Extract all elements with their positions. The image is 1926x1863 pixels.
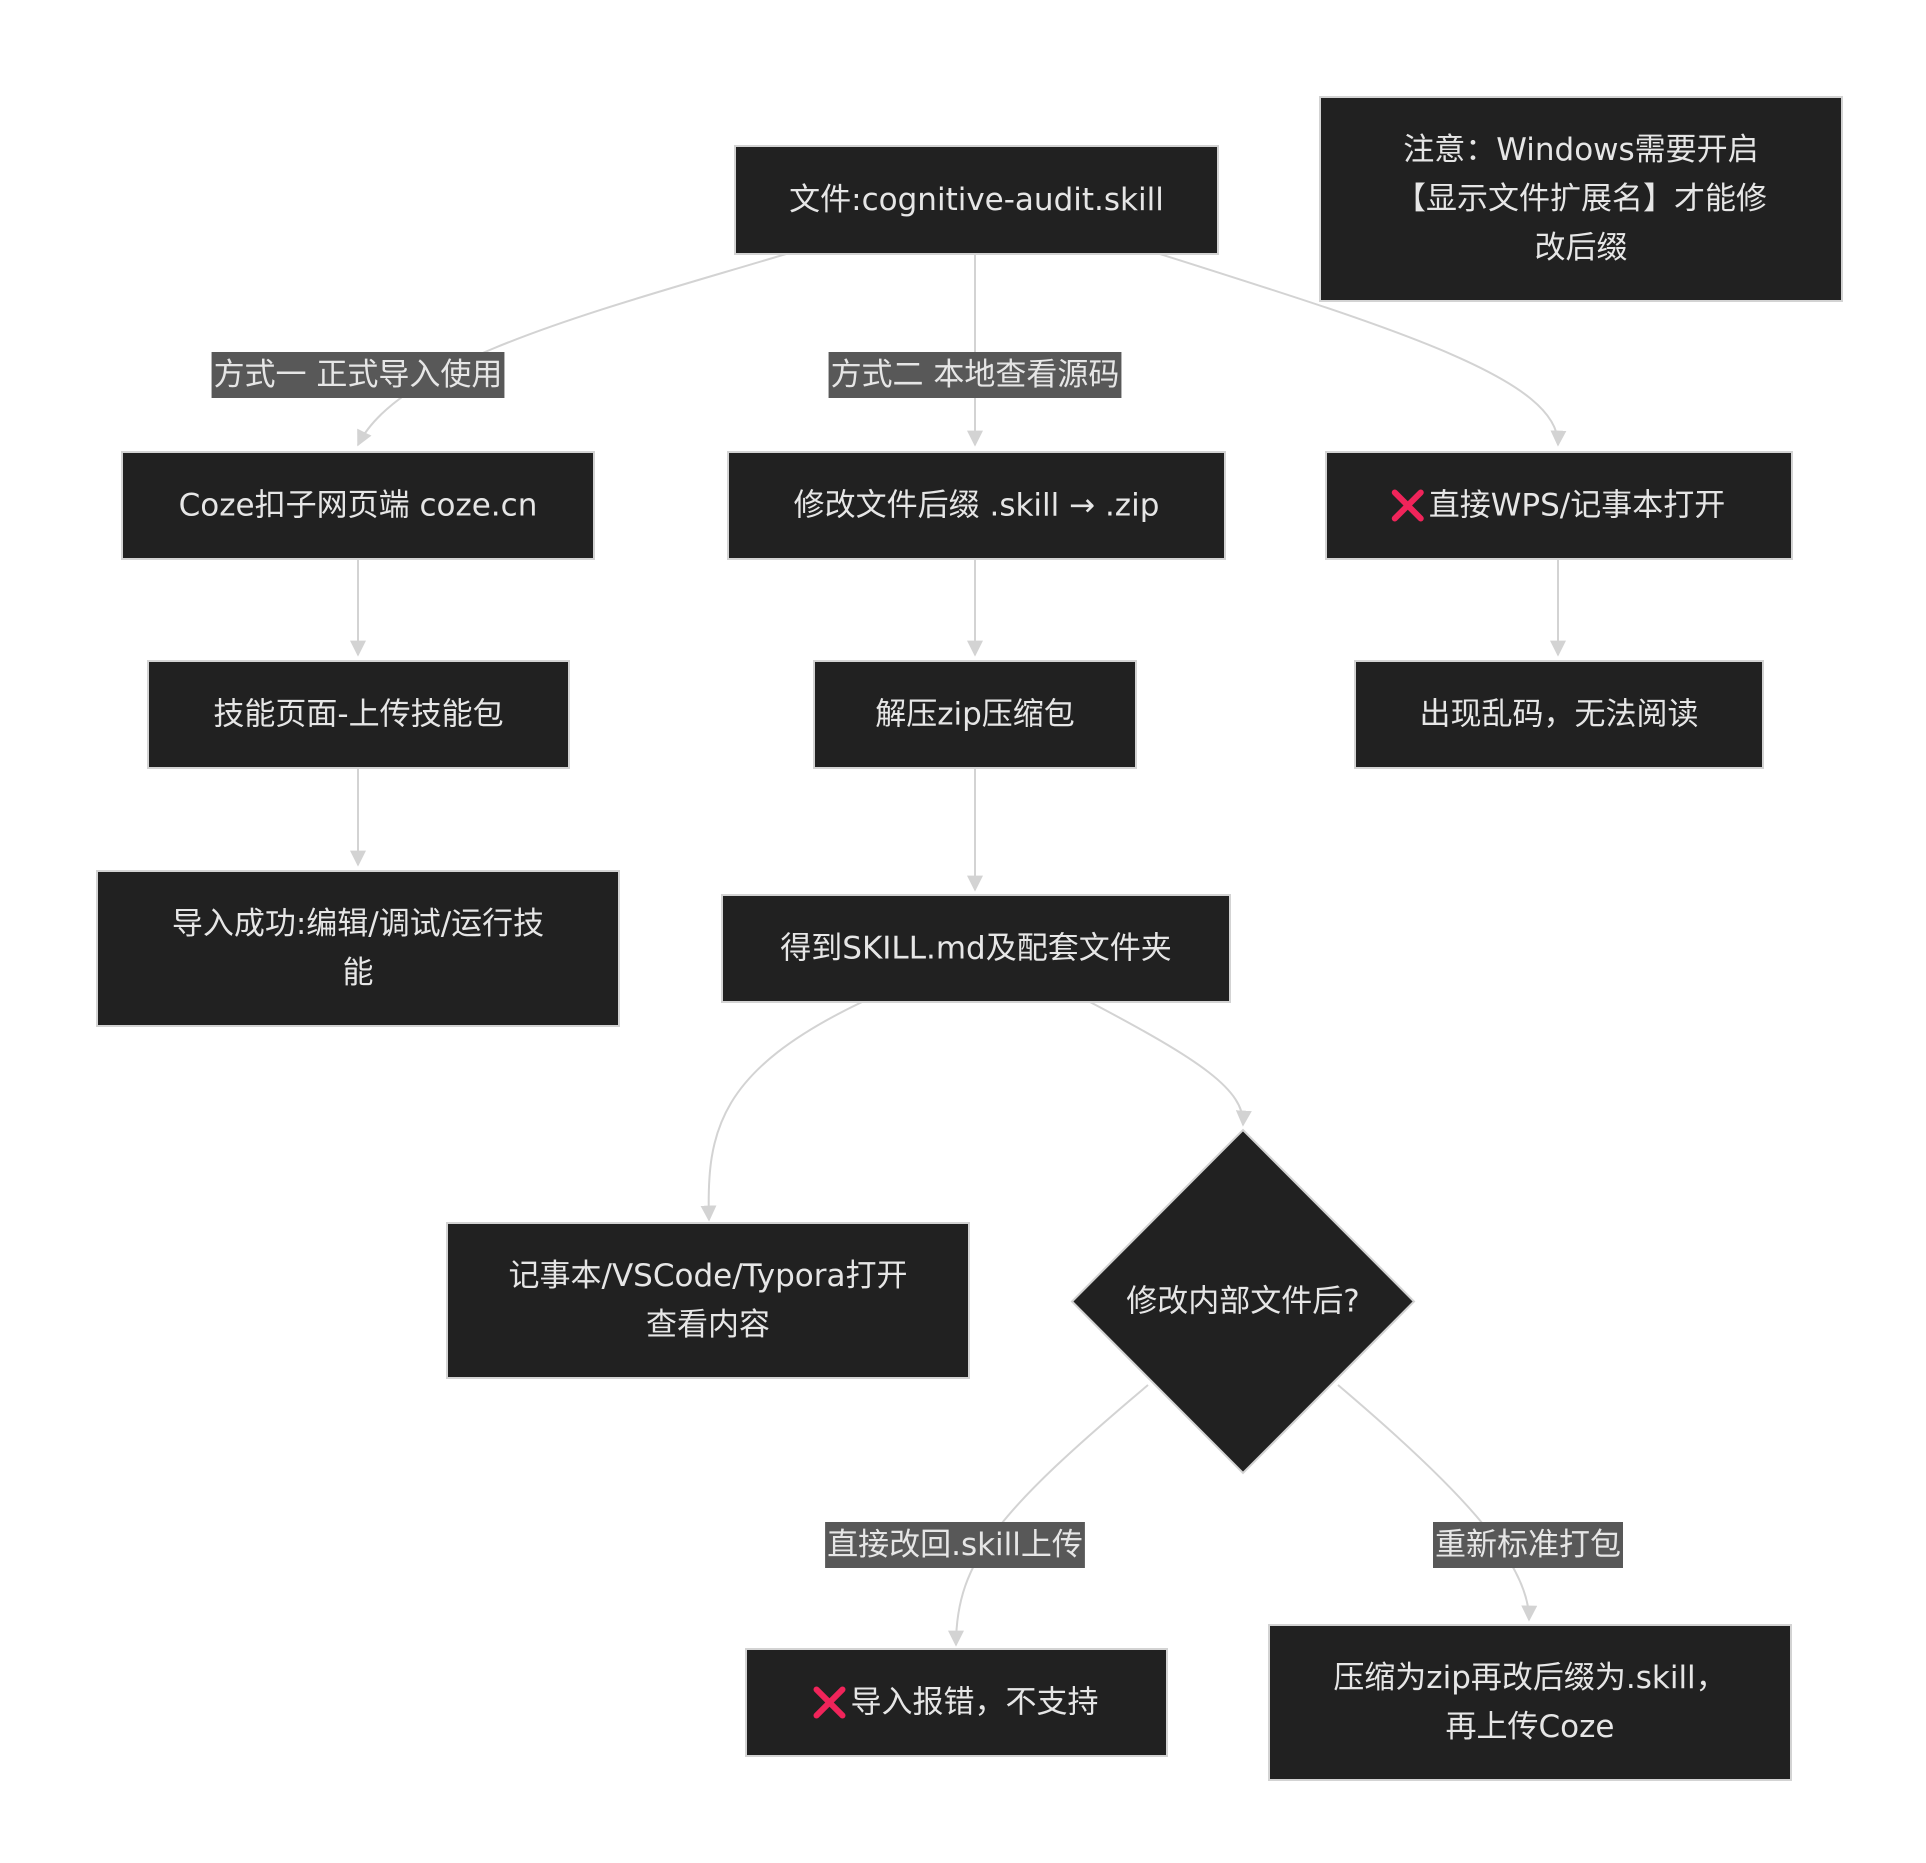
node-label: 能: [343, 955, 374, 991]
edge-decision-to-import-error: [948, 1384, 1149, 1647]
node-get-skill-md: 得到SKILL.md及配套文件夹: [721, 894, 1231, 1003]
node-upload-skill: 技能页面-上传技能包: [147, 660, 570, 769]
node-label: 出现乱码，无法阅读: [1420, 697, 1699, 733]
node-label: 导入报错，不支持: [851, 1685, 1099, 1721]
edge-label-text: 方式二 本地查看源码: [831, 357, 1120, 393]
edge-skillmd-to-editor: [700, 1001, 863, 1222]
node-label: 修改内部文件后?: [1126, 1284, 1359, 1320]
node-repack: 压缩为zip再改后缀为.skill， 再上传Coze: [1268, 1624, 1792, 1781]
edge-label-direct-rename: 直接改回.skill上传: [825, 1522, 1085, 1568]
node-box: [1268, 1624, 1792, 1781]
edge-file-to-wps: [1159, 253, 1567, 447]
node-garbled: 出现乱码，无法阅读: [1354, 660, 1764, 769]
node-label: 技能页面-上传技能包: [213, 697, 503, 733]
node-box: [446, 1222, 970, 1379]
node-box: [147, 660, 570, 769]
cross-icon: [813, 1686, 846, 1719]
node-unzip: 解压zip压缩包: [813, 660, 1137, 769]
nodes: 文件:cognitive-audit.skill 注意：Windows需要开启【显…: [96, 96, 1843, 1781]
node-modify-decision: 修改内部文件后?: [1070, 1128, 1416, 1475]
edge-label-text: 重新标准打包: [1435, 1527, 1621, 1563]
cross-icon: [1391, 489, 1424, 522]
node-open-wps: 直接WPS/记事本打开: [1325, 451, 1793, 560]
edge-label-method1: 方式一 正式导入使用: [211, 352, 505, 398]
node-box: [734, 145, 1219, 255]
node-label: 查看内容: [646, 1307, 770, 1343]
node-label: 导入成功:编辑/调试/运行技: [172, 906, 544, 942]
node-label: 压缩为zip再改后缀为.skill，: [1333, 1660, 1726, 1696]
node-rename-ext: 修改文件后缀 .skill → .zip: [727, 451, 1226, 560]
edge-decision-to-repack: [1337, 1384, 1538, 1622]
edge-label-method2: 方式二 本地查看源码: [828, 352, 1122, 398]
edge-label-bg: [1433, 1522, 1623, 1568]
node-label: 得到SKILL.md及配套文件夹: [780, 931, 1171, 967]
edge-label-bg: [825, 1522, 1085, 1568]
edges: [350, 253, 1567, 1647]
node-box: [721, 894, 1231, 1003]
node-label: 注意：Windows需要开启: [1403, 132, 1758, 168]
node-label: 再上传Coze: [1446, 1709, 1615, 1745]
node-box: [121, 451, 595, 560]
edge-skillmd-to-decision: [1089, 1001, 1252, 1127]
node-box: [96, 870, 620, 1027]
node-import-error: 导入报错，不支持: [745, 1648, 1168, 1757]
node-box: [745, 1648, 1168, 1757]
edge-label-bg: [828, 352, 1122, 398]
node-coze-web: Coze扣子网页端 coze.cn: [121, 451, 595, 560]
node-label: 【显示文件扩展名】才能修: [1395, 181, 1767, 217]
node-box: [727, 451, 1226, 560]
node-label: 改后缀: [1535, 230, 1628, 266]
edge-label-text: 方式一 正式导入使用: [214, 357, 503, 393]
node-label: 解压zip压缩包: [875, 697, 1075, 733]
node-label: 记事本/VSCode/Typora打开: [509, 1258, 908, 1294]
edge-label-standard-repack: 重新标准打包: [1433, 1522, 1623, 1568]
decision-diamond: [1070, 1128, 1416, 1475]
node-box: [1354, 660, 1764, 769]
edge-file-to-coze: [357, 253, 787, 447]
node-file: 文件:cognitive-audit.skill: [734, 145, 1219, 255]
node-label: 直接WPS/记事本打开: [1429, 488, 1725, 524]
node-label: 修改文件后缀 .skill → .zip: [794, 488, 1160, 524]
node-label: Coze扣子网页端 coze.cn: [179, 488, 538, 524]
node-box: [813, 660, 1137, 769]
node-box: [1319, 96, 1843, 302]
edge-label-bg: [211, 352, 505, 398]
node-label: 文件:cognitive-audit.skill: [789, 182, 1164, 218]
edge-label-text: 直接改回.skill上传: [827, 1527, 1083, 1563]
